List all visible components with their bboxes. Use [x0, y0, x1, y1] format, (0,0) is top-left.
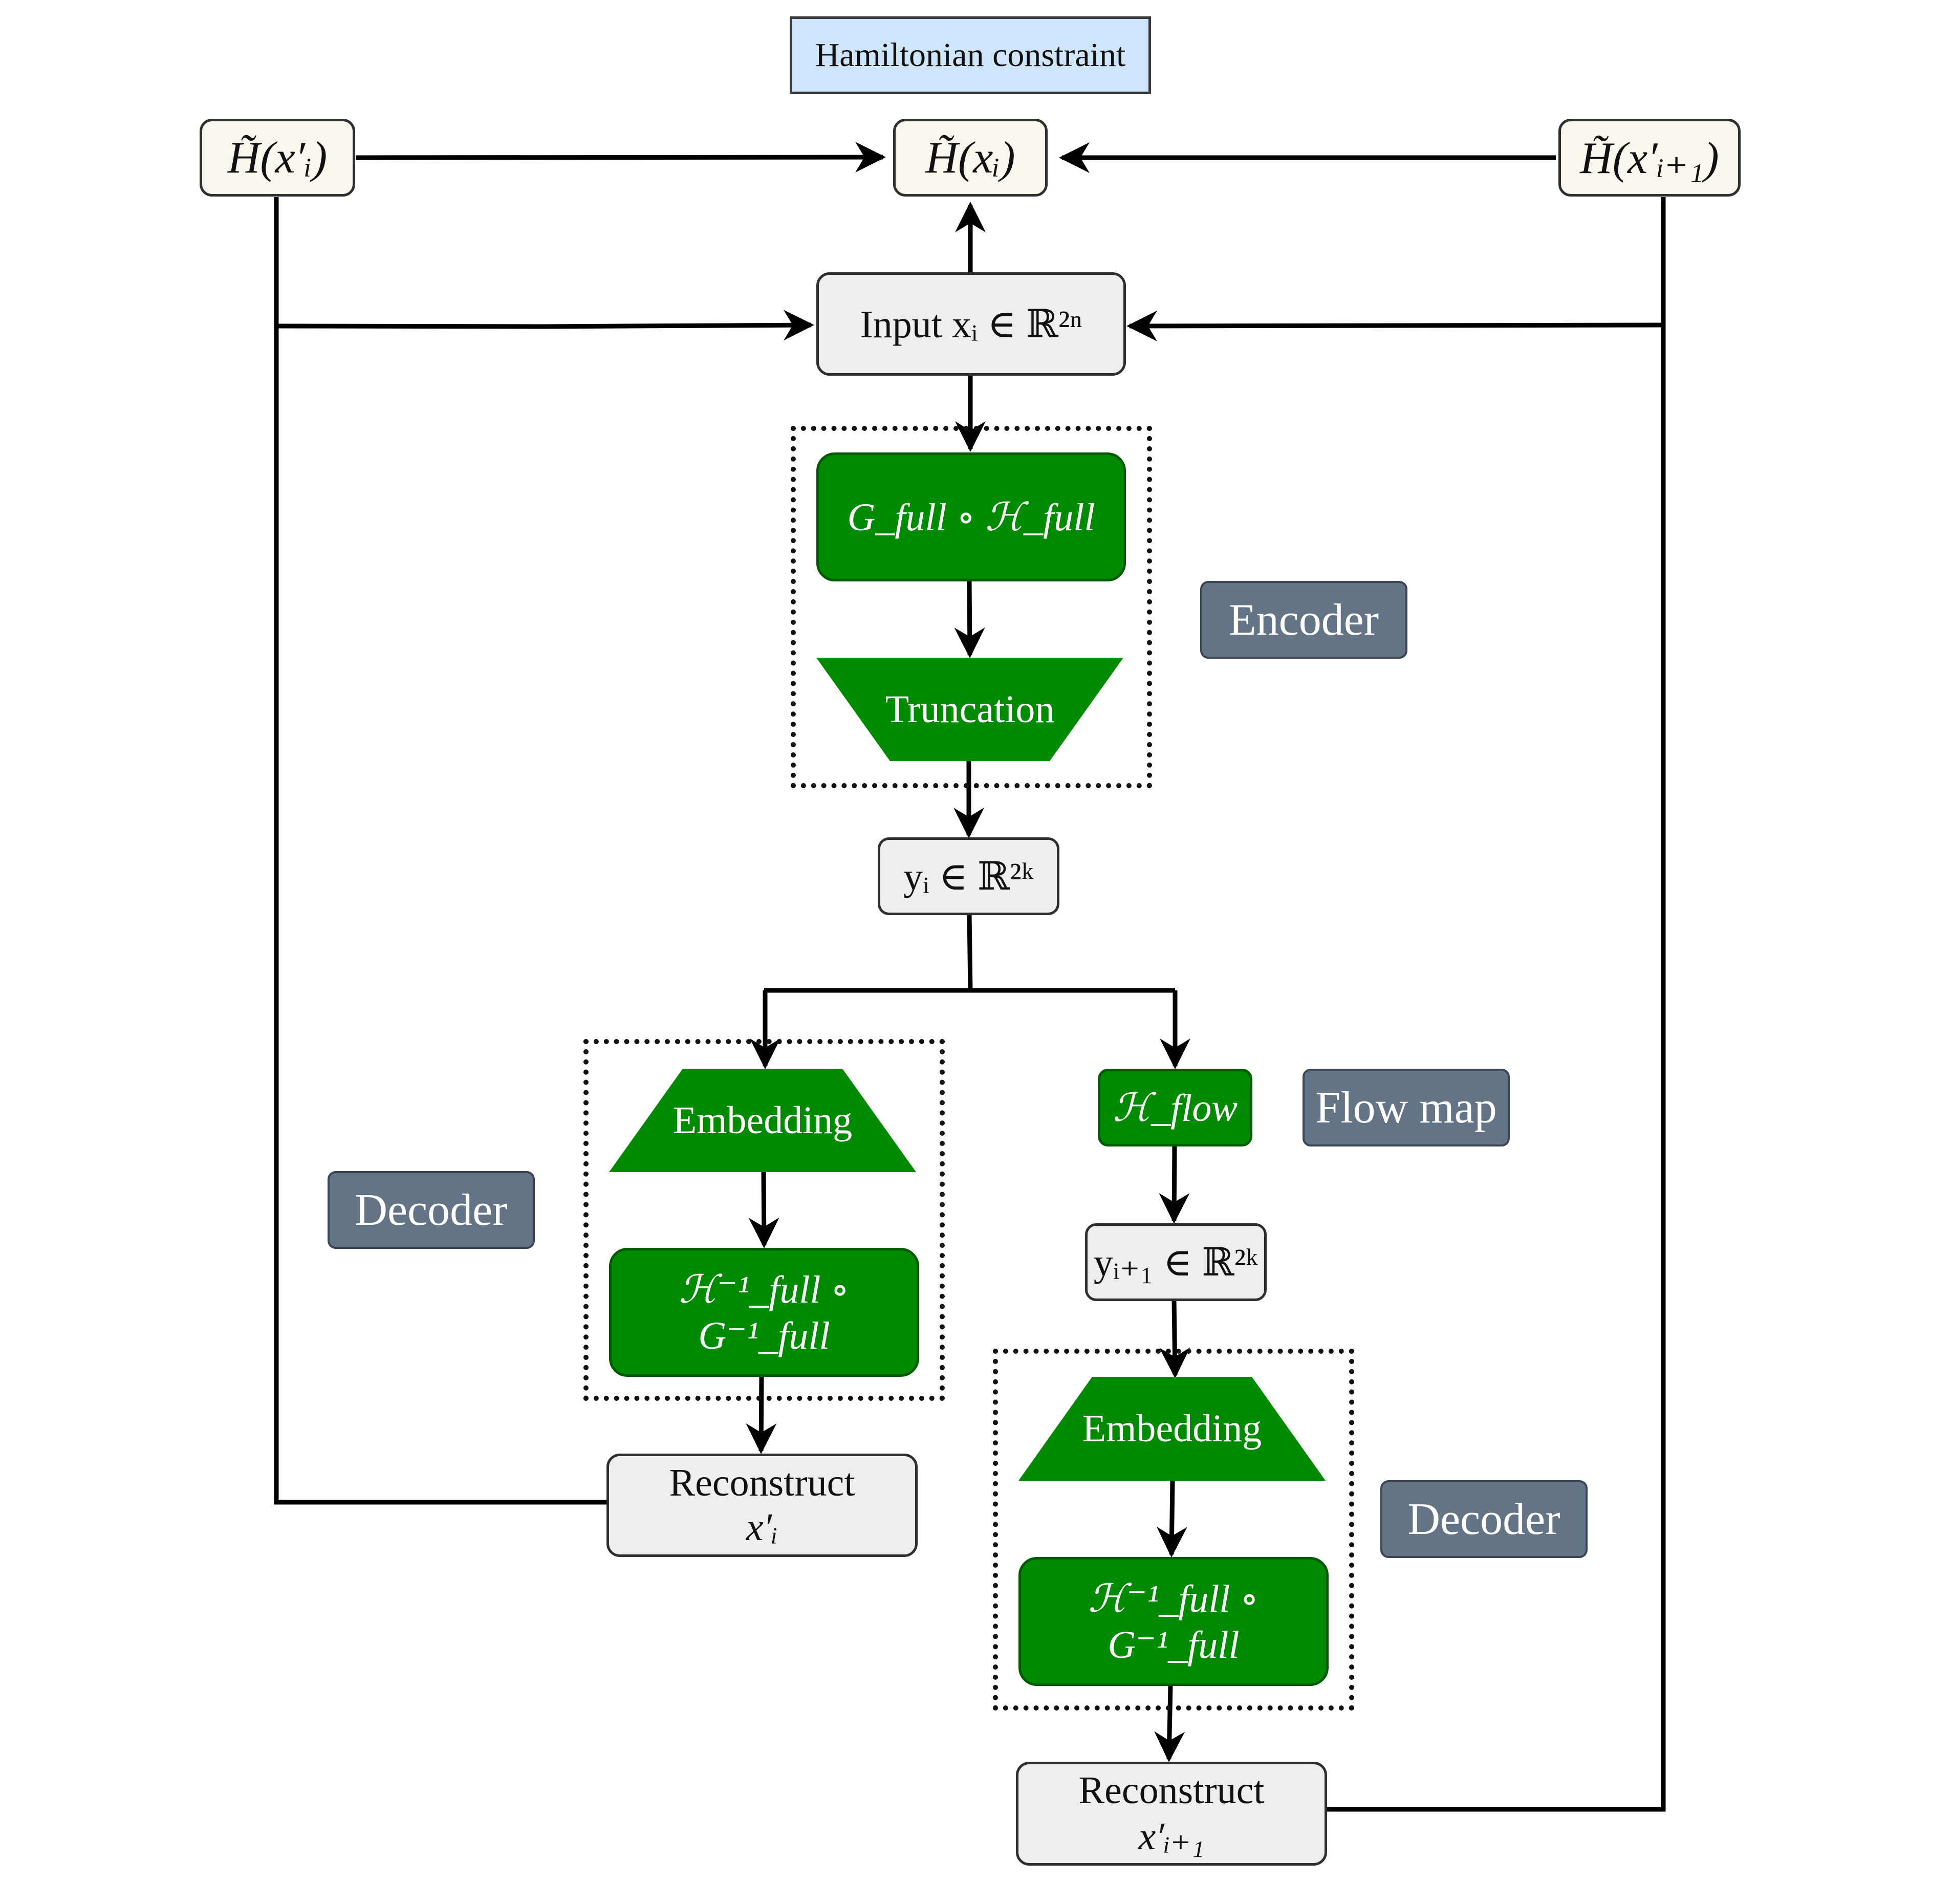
latent-next-node: yᵢ₊₁ ∈ ℝ²ᵏ	[1085, 1223, 1267, 1301]
reconstruct-right-node: Reconstruct x′ᵢ₊₁	[1016, 1762, 1327, 1866]
embedding-left-text: Embedding	[672, 1098, 853, 1142]
edge-left-rail	[274, 197, 606, 1505]
edge-latent-next-to-embedding-right	[1159, 1300, 1190, 1378]
title-text: Hamiltonian constraint	[815, 36, 1126, 74]
edge-decoder-to-reconstruct-right	[1154, 1685, 1185, 1762]
decoder-map-right-text: ℋ⁻¹_full ∘ G⁻¹_full	[1088, 1577, 1259, 1667]
hamiltonian-constraint-title: Hamiltonian constraint	[790, 16, 1151, 94]
encoder-label: Encoder	[1200, 581, 1407, 659]
h-right-text: H̃(x′ᵢ₊₁)	[1580, 134, 1719, 183]
decoder-label-left: Decoder	[328, 1171, 535, 1249]
embedding-right-text: Embedding	[1082, 1407, 1262, 1450]
encoder-group	[791, 426, 1152, 788]
flow-text: ℋ_flow	[1112, 1087, 1238, 1130]
decoder-group-left	[583, 1039, 945, 1401]
encoder-label-text: Encoder	[1228, 595, 1379, 645]
latent-next-text: yᵢ₊₁ ∈ ℝ²ᵏ	[1093, 1241, 1258, 1284]
reconstruct-right-title: Reconstruct	[1078, 1769, 1265, 1812]
edge-leftrail-to-input	[276, 310, 814, 341]
h-left-text: H̃(x′ᵢ)	[227, 133, 328, 183]
h-center-text: H̃(xᵢ)	[925, 133, 1015, 183]
latent-i-node: yᵢ ∈ ℝ²ᵏ	[878, 837, 1059, 915]
truncation-text: Truncation	[885, 687, 1055, 731]
encoder-map-text: G_full ∘ ℋ_full	[847, 496, 1095, 539]
h-center-node: H̃(xᵢ)	[893, 119, 1048, 197]
decoder-label-right-text: Decoder	[1407, 1494, 1560, 1544]
edge-right-rail	[1326, 197, 1666, 1812]
decoder-label-right: Decoder	[1380, 1480, 1588, 1558]
flow-node: ℋ_flow	[1098, 1069, 1252, 1146]
decoder-map-left-text: ℋ⁻¹_full ∘ G⁻¹_full	[679, 1268, 850, 1357]
reconstruct-left-var: x′ᵢ	[746, 1506, 778, 1549]
edge-decoder-to-reconstruct-left	[746, 1376, 777, 1454]
edge-rightrail-to-input	[1126, 310, 1664, 341]
input-text: Input xᵢ ∈ ℝ²ⁿ	[860, 303, 1082, 346]
flow-map-label: Flow map	[1303, 1069, 1510, 1146]
decoder-map-right-node: ℋ⁻¹_full ∘ G⁻¹_full	[1018, 1557, 1329, 1686]
encoder-map-node: G_full ∘ ℋ_full	[816, 452, 1126, 581]
decoder-map-left-node: ℋ⁻¹_full ∘ G⁻¹_full	[609, 1248, 919, 1377]
h-right-node: H̃(x′ᵢ₊₁)	[1558, 119, 1741, 197]
reconstruct-left-node: Reconstruct x′ᵢ	[606, 1454, 918, 1557]
edge-hleft-to-hcenter	[355, 142, 886, 173]
reconstruct-right-var: x′ᵢ₊₁	[1138, 1815, 1205, 1858]
edge-encoder-to-truncation	[954, 580, 985, 658]
reconstruct-left-title: Reconstruct	[669, 1461, 855, 1504]
decoder-group-right	[993, 1349, 1354, 1711]
input-node: Input xᵢ ∈ ℝ²ⁿ	[816, 272, 1126, 376]
h-left-node: H̃(x′ᵢ)	[200, 119, 355, 197]
latent-i-text: yᵢ ∈ ℝ²ᵏ	[903, 855, 1034, 898]
edge-flow-to-latent-next	[1159, 1145, 1190, 1224]
flow-map-label-text: Flow map	[1315, 1083, 1497, 1133]
decoder-label-left-text: Decoder	[355, 1185, 508, 1235]
edge-latent-split	[764, 914, 1175, 993]
edge-embedding-to-decoder-right	[1156, 1480, 1187, 1557]
